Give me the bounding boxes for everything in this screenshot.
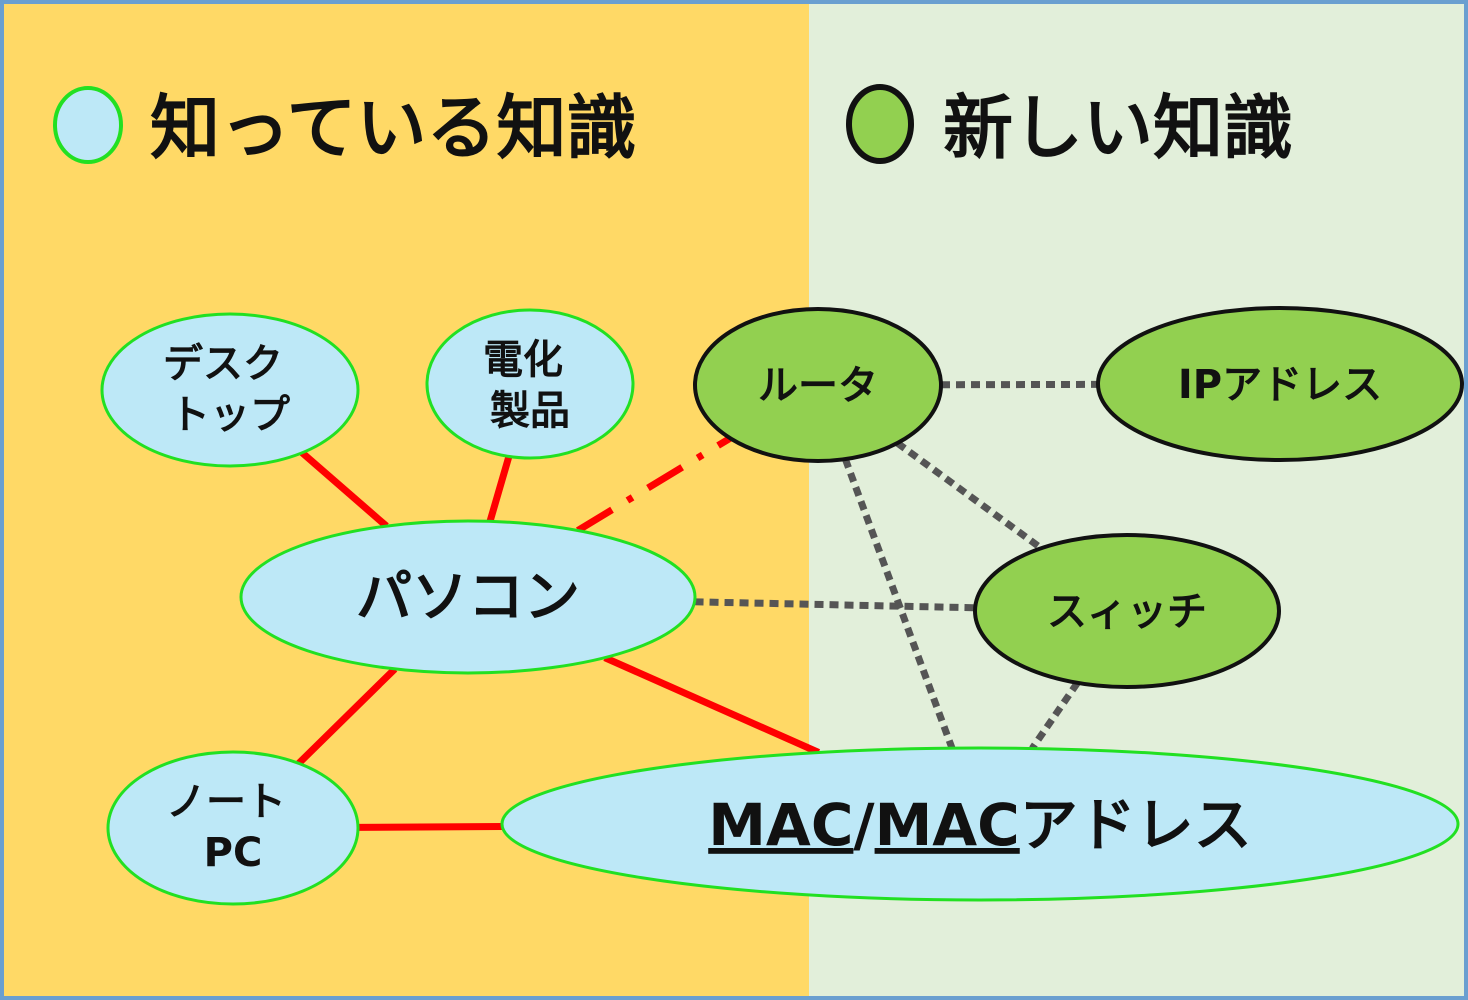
node-appliance-line-1: 電化 (483, 337, 563, 383)
node-mac-shape (500, 746, 1460, 902)
node-mac-part-1: MAC (708, 791, 853, 859)
edge-pc-switch (694, 598, 976, 612)
node-notebook-line-2: PC (204, 830, 263, 876)
node-desktop-shape (100, 312, 360, 468)
node-mac-label: MAC/MACアドレス (708, 791, 1252, 859)
node-appliance-line-2: 製品 (490, 388, 570, 434)
node-ip-label: IPアドレス (1178, 362, 1382, 408)
node-appliance: 電化 製品 (425, 308, 635, 460)
node-switch-label: スィッチ (1047, 589, 1207, 635)
new-legend-marker (846, 84, 914, 164)
node-desktop-line-2: トップ (170, 392, 290, 438)
node-pc-shape (239, 519, 697, 675)
node-notebook-label: ノート PC (166, 779, 300, 876)
node-mac-part-3: MAC (875, 791, 1020, 859)
node-desktop-label: デスク トップ (163, 341, 297, 438)
node-ip: IPアドレス (1096, 306, 1464, 462)
node-router-shape (693, 307, 943, 463)
edge-pc-router (575, 435, 732, 534)
node-router-label: ルータ (758, 363, 878, 409)
node-switch-shape (973, 533, 1281, 689)
node-pc-label: パソコン (356, 565, 580, 630)
new-legend-label: 新しい知識 (943, 87, 1293, 169)
node-mac-part-2: / (853, 791, 875, 859)
node-notebook: ノート PC (106, 750, 360, 906)
known-legend-marker (53, 86, 123, 164)
node-mac-part-4: アドレス (1020, 791, 1252, 859)
node-notebook-shape (106, 750, 360, 906)
node-appliance-label: 電化 製品 (483, 337, 577, 434)
node-switch: スィッチ (973, 533, 1281, 689)
edge-switch-mac (1029, 680, 1081, 751)
node-ip-shape (1096, 306, 1464, 462)
edge-appliance-pc (486, 455, 513, 523)
edge-notebook-mac (357, 823, 503, 831)
node-pc: パソコン (239, 519, 697, 675)
node-router: ルータ (693, 307, 943, 463)
edge-pc-notebook (296, 666, 398, 766)
node-desktop-line-1: デスク (163, 341, 283, 387)
node-desktop: デスク トップ (100, 312, 360, 468)
edge-pc-mac (603, 654, 821, 756)
node-mac: MAC/MACアドレス (500, 746, 1460, 902)
edge-desktop-pc (299, 450, 389, 529)
node-notebook-line-1: ノート (166, 779, 286, 825)
known-legend-label: 知っている知識 (150, 87, 637, 169)
edge-layer (296, 380, 1099, 831)
node-appliance-shape (425, 308, 635, 460)
edge-router-mac (842, 457, 956, 750)
